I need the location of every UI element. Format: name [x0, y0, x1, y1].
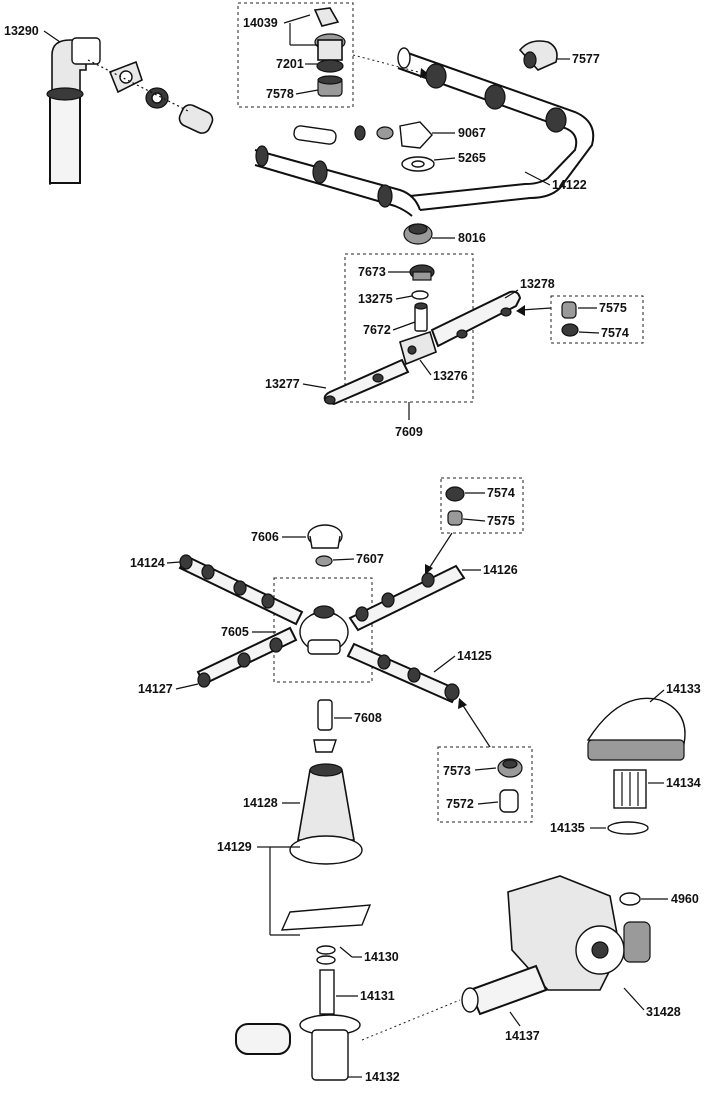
part-14039-clip [313, 7, 346, 61]
label-7606: 7606 [251, 530, 279, 544]
part-7575-nozzle-upper [561, 301, 577, 319]
label-14039: 14039 [243, 16, 278, 30]
label-7575-lower: 7575 [487, 514, 515, 528]
part-13276-hub [399, 330, 437, 366]
part-7574-nut-lower [445, 486, 465, 502]
label-14127: 14127 [138, 682, 173, 696]
label-7607: 7607 [356, 552, 384, 566]
part-13275-ring [411, 290, 429, 300]
label-7672: 7672 [363, 323, 391, 337]
label-14137: 14137 [505, 1029, 540, 1043]
label-7605: 7605 [221, 625, 249, 639]
part-7575-nozzle-lower [447, 510, 463, 526]
part-31428-pump [507, 875, 651, 991]
label-7577: 7577 [572, 52, 600, 66]
part-14133-filter-cap [586, 697, 686, 761]
part-14127-arm [196, 626, 298, 688]
inset-box-7574-7575-lower [440, 477, 524, 534]
label-7572: 7572 [446, 797, 474, 811]
label-14135: 14135 [550, 821, 585, 835]
label-7573: 7573 [443, 764, 471, 778]
part-13278-arm [430, 290, 522, 348]
part-14134-screen [613, 769, 647, 809]
label-13276: 13276 [433, 369, 468, 383]
label-4960: 4960 [671, 892, 699, 906]
label-14129: 14129 [217, 840, 252, 854]
label-7574-upper: 7574 [601, 326, 629, 340]
part-8016-bushing [403, 223, 433, 245]
label-14132: 14132 [365, 1070, 400, 1084]
part-7673-cap [409, 264, 435, 281]
part-5265-washer [401, 156, 435, 172]
part-14128-housing [289, 763, 363, 865]
label-13275: 13275 [358, 292, 393, 306]
part-7605-hub [299, 605, 349, 655]
part-7607-washer [315, 555, 333, 567]
part-7578-insert [317, 75, 343, 97]
inset-box-nozzle-parts [237, 2, 354, 108]
part-14132-base [235, 1014, 361, 1081]
label-14134: 14134 [666, 776, 701, 790]
part-14124-arm [178, 554, 304, 626]
part-13277-arm [323, 307, 512, 406]
label-8016: 8016 [458, 231, 486, 245]
label-9067: 9067 [458, 126, 486, 140]
part-14137-hose [461, 964, 548, 1016]
label-7608: 7608 [354, 711, 382, 725]
label-31428: 31428 [646, 1005, 681, 1019]
part-14130-orings [316, 945, 336, 965]
part-7608-tube [313, 699, 337, 753]
part-14122-spray-pipe [254, 47, 595, 217]
label-14126: 14126 [483, 563, 518, 577]
label-7201: 7201 [276, 57, 304, 71]
label-7575-upper: 7575 [599, 301, 627, 315]
part-7201-nut [316, 59, 344, 73]
inset-box-7575-7574-upper [550, 295, 644, 344]
part-14131-shaft [319, 969, 335, 1015]
part-13290-elbow-assembly [46, 37, 214, 185]
label-14133: 14133 [666, 682, 701, 696]
part-4960-oring [619, 892, 641, 906]
part-7672-stem [414, 302, 428, 332]
label-14130: 14130 [364, 950, 399, 964]
inset-box-7573-7572 [437, 746, 533, 823]
part-7572-nozzle [499, 789, 519, 813]
label-13290: 13290 [4, 24, 39, 38]
part-7606-knob [307, 524, 343, 549]
part-14135-ring [607, 821, 649, 835]
part-7573-nut [497, 758, 523, 778]
label-14128: 14128 [243, 796, 278, 810]
label-14122: 14122 [552, 178, 587, 192]
label-14124: 14124 [130, 556, 165, 570]
part-14125-arm [346, 642, 460, 704]
label-7673: 7673 [358, 265, 386, 279]
label-13278: 13278 [520, 277, 555, 291]
part-7577-clamp [518, 40, 558, 71]
part-14129-plate [280, 904, 372, 931]
inset-box-7605-hub [273, 577, 373, 683]
label-7578: 7578 [266, 87, 294, 101]
label-5265: 5265 [458, 151, 486, 165]
label-13277: 13277 [265, 377, 300, 391]
label-7574-lower: 7574 [487, 486, 515, 500]
part-7574-nut-upper [561, 323, 579, 337]
part-14126-arm [348, 564, 466, 632]
label-14131: 14131 [360, 989, 395, 1003]
label-7609: 7609 [395, 425, 423, 439]
part-9067-fitting [293, 121, 433, 149]
label-14125: 14125 [457, 649, 492, 663]
